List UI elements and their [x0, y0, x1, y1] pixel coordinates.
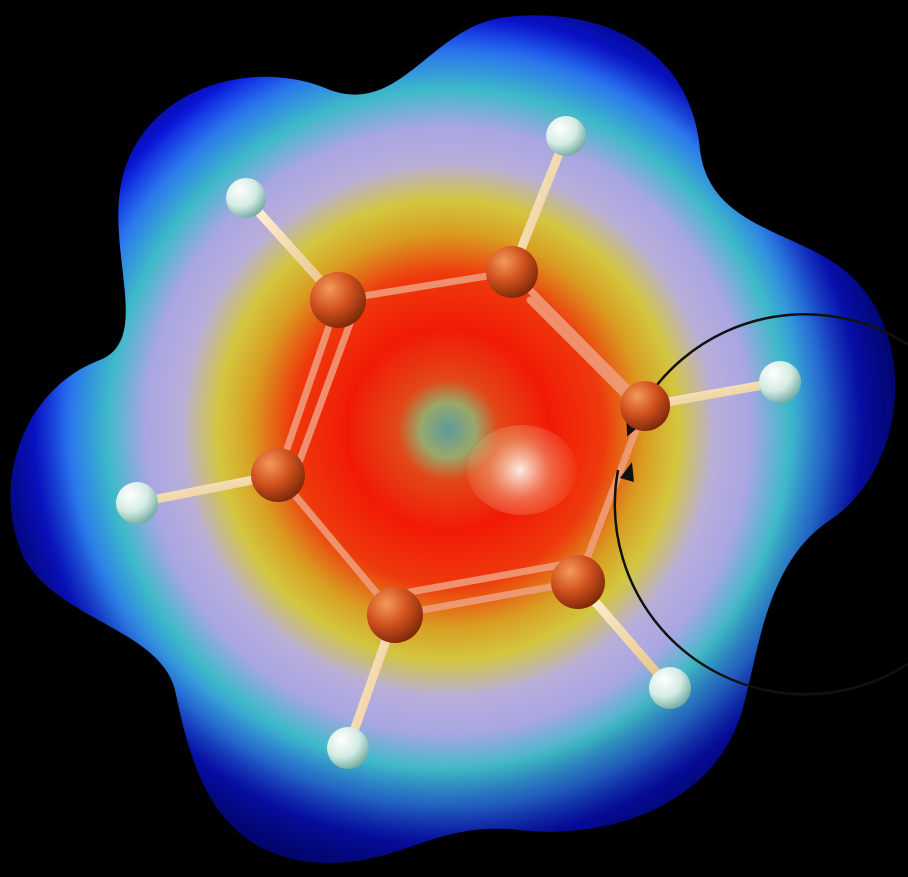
- arrow-head-icon: [620, 462, 634, 482]
- carbon-atoms: [251, 246, 670, 643]
- bond-c5-c6: [274, 471, 399, 619]
- bond-c6-c1: [274, 296, 342, 479]
- hydrogen-atom-4: [649, 667, 691, 709]
- hydrogen-atoms: [116, 116, 801, 769]
- surface-highlight: [467, 425, 577, 515]
- cc-bonds: [274, 268, 649, 619]
- bond-c6-c1-double: [296, 314, 356, 464]
- hydrogen-atom-1: [226, 178, 266, 218]
- bond-c4-c5-double: [406, 561, 564, 596]
- bond-c2-c3: [508, 268, 649, 410]
- carbon-atom-5: [367, 587, 423, 643]
- bond-c2-c3-double: [526, 296, 629, 399]
- carbon-atom-2: [486, 246, 538, 298]
- carbon-atom-4: [551, 555, 605, 609]
- esp-surface-shade: [10, 15, 896, 863]
- carbon-atom-6: [251, 448, 305, 502]
- hydrogen-atom-3: [759, 361, 801, 403]
- hydrogen-atom-5: [327, 727, 369, 769]
- bond-c4-c5: [391, 578, 582, 619]
- hydrogen-atom-6: [116, 482, 158, 524]
- hydrogen-atom-2: [546, 116, 586, 156]
- carbon-atom-3: [620, 381, 670, 431]
- bond-c1-c2: [334, 268, 516, 304]
- carbon-atom-1: [310, 272, 366, 328]
- ring-current-arrow: [613, 313, 908, 696]
